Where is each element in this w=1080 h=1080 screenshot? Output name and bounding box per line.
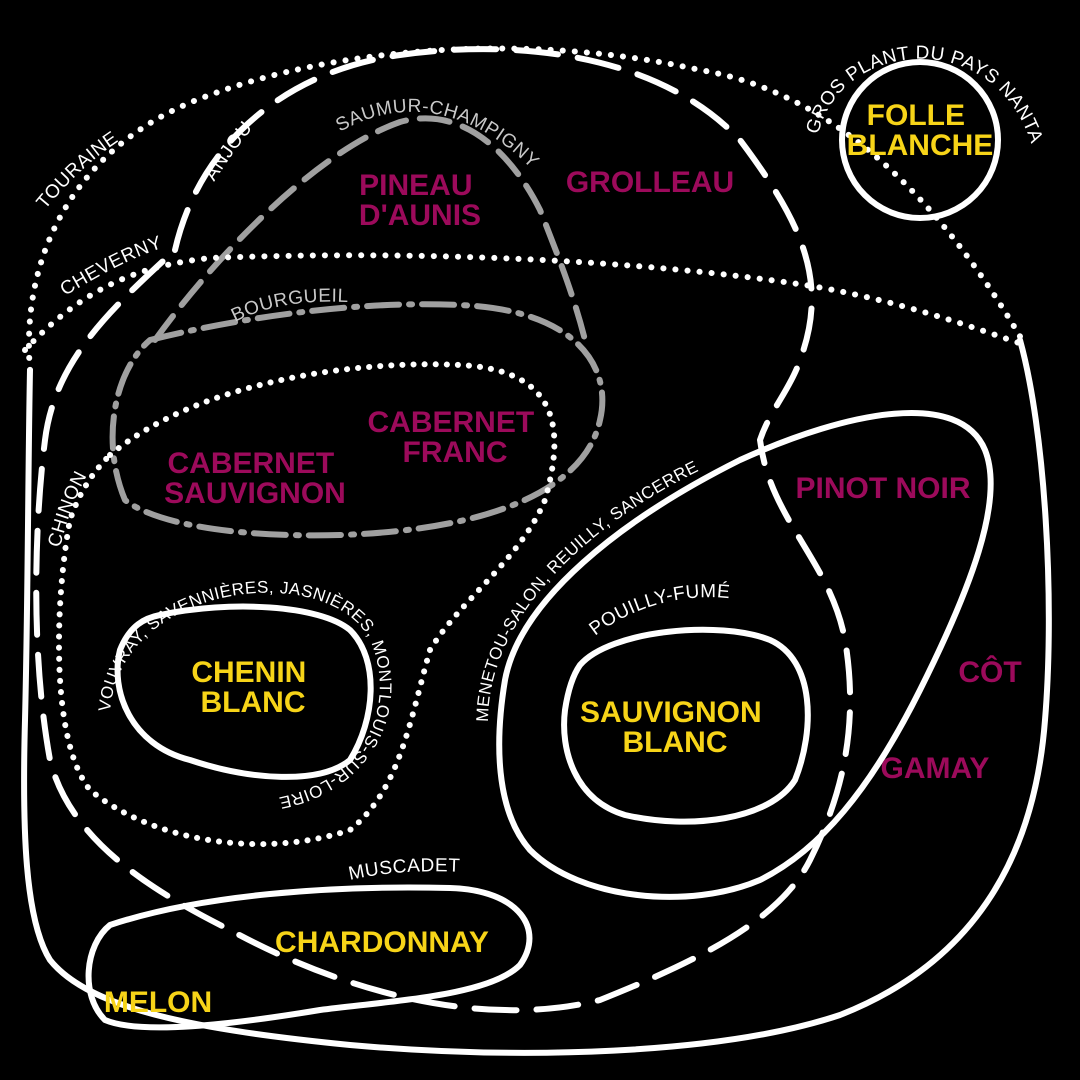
cheverny-outline (22, 252, 1028, 353)
grape-grolleau: GROLLEAU (566, 166, 734, 199)
grape-melon: MELON (104, 986, 212, 1019)
pouilly-fume-outline (561, 626, 811, 825)
menetou-sancerre-outline (496, 410, 994, 900)
grape-cabernet-franc: CABERNET FRANC (367, 406, 542, 469)
grape-pinot-noir: PINOT NOIR (795, 472, 970, 505)
chinon-outline (56, 361, 558, 848)
grape-chenin-blanc: CHENIN BLANC (191, 656, 314, 719)
grape-chardonnay: CHARDONNAY (275, 926, 489, 959)
grape-sauvignon-blanc: SAUVIGNON BLANC (580, 696, 770, 759)
vouvray-outline (114, 603, 374, 780)
bourgueil-outline (109, 301, 606, 539)
grape-folle-blanche: FOLLE BLANCHE (847, 99, 994, 162)
gros-plant-outline (839, 59, 1001, 221)
outer-solid-outline (21, 337, 1052, 1056)
anjou-region-outline (33, 46, 854, 1014)
grape-cot: CÔT (958, 655, 1021, 689)
grape-gamay: GAMAY (881, 752, 990, 785)
saumur-champigny-outline (152, 115, 588, 343)
grape-pineau-daunis: PINEAU D'AUNIS (359, 169, 481, 232)
muscadet-outline (85, 884, 533, 1031)
grape-cabernet-sauvignon: CABERNET SAUVIGNON (164, 447, 346, 510)
